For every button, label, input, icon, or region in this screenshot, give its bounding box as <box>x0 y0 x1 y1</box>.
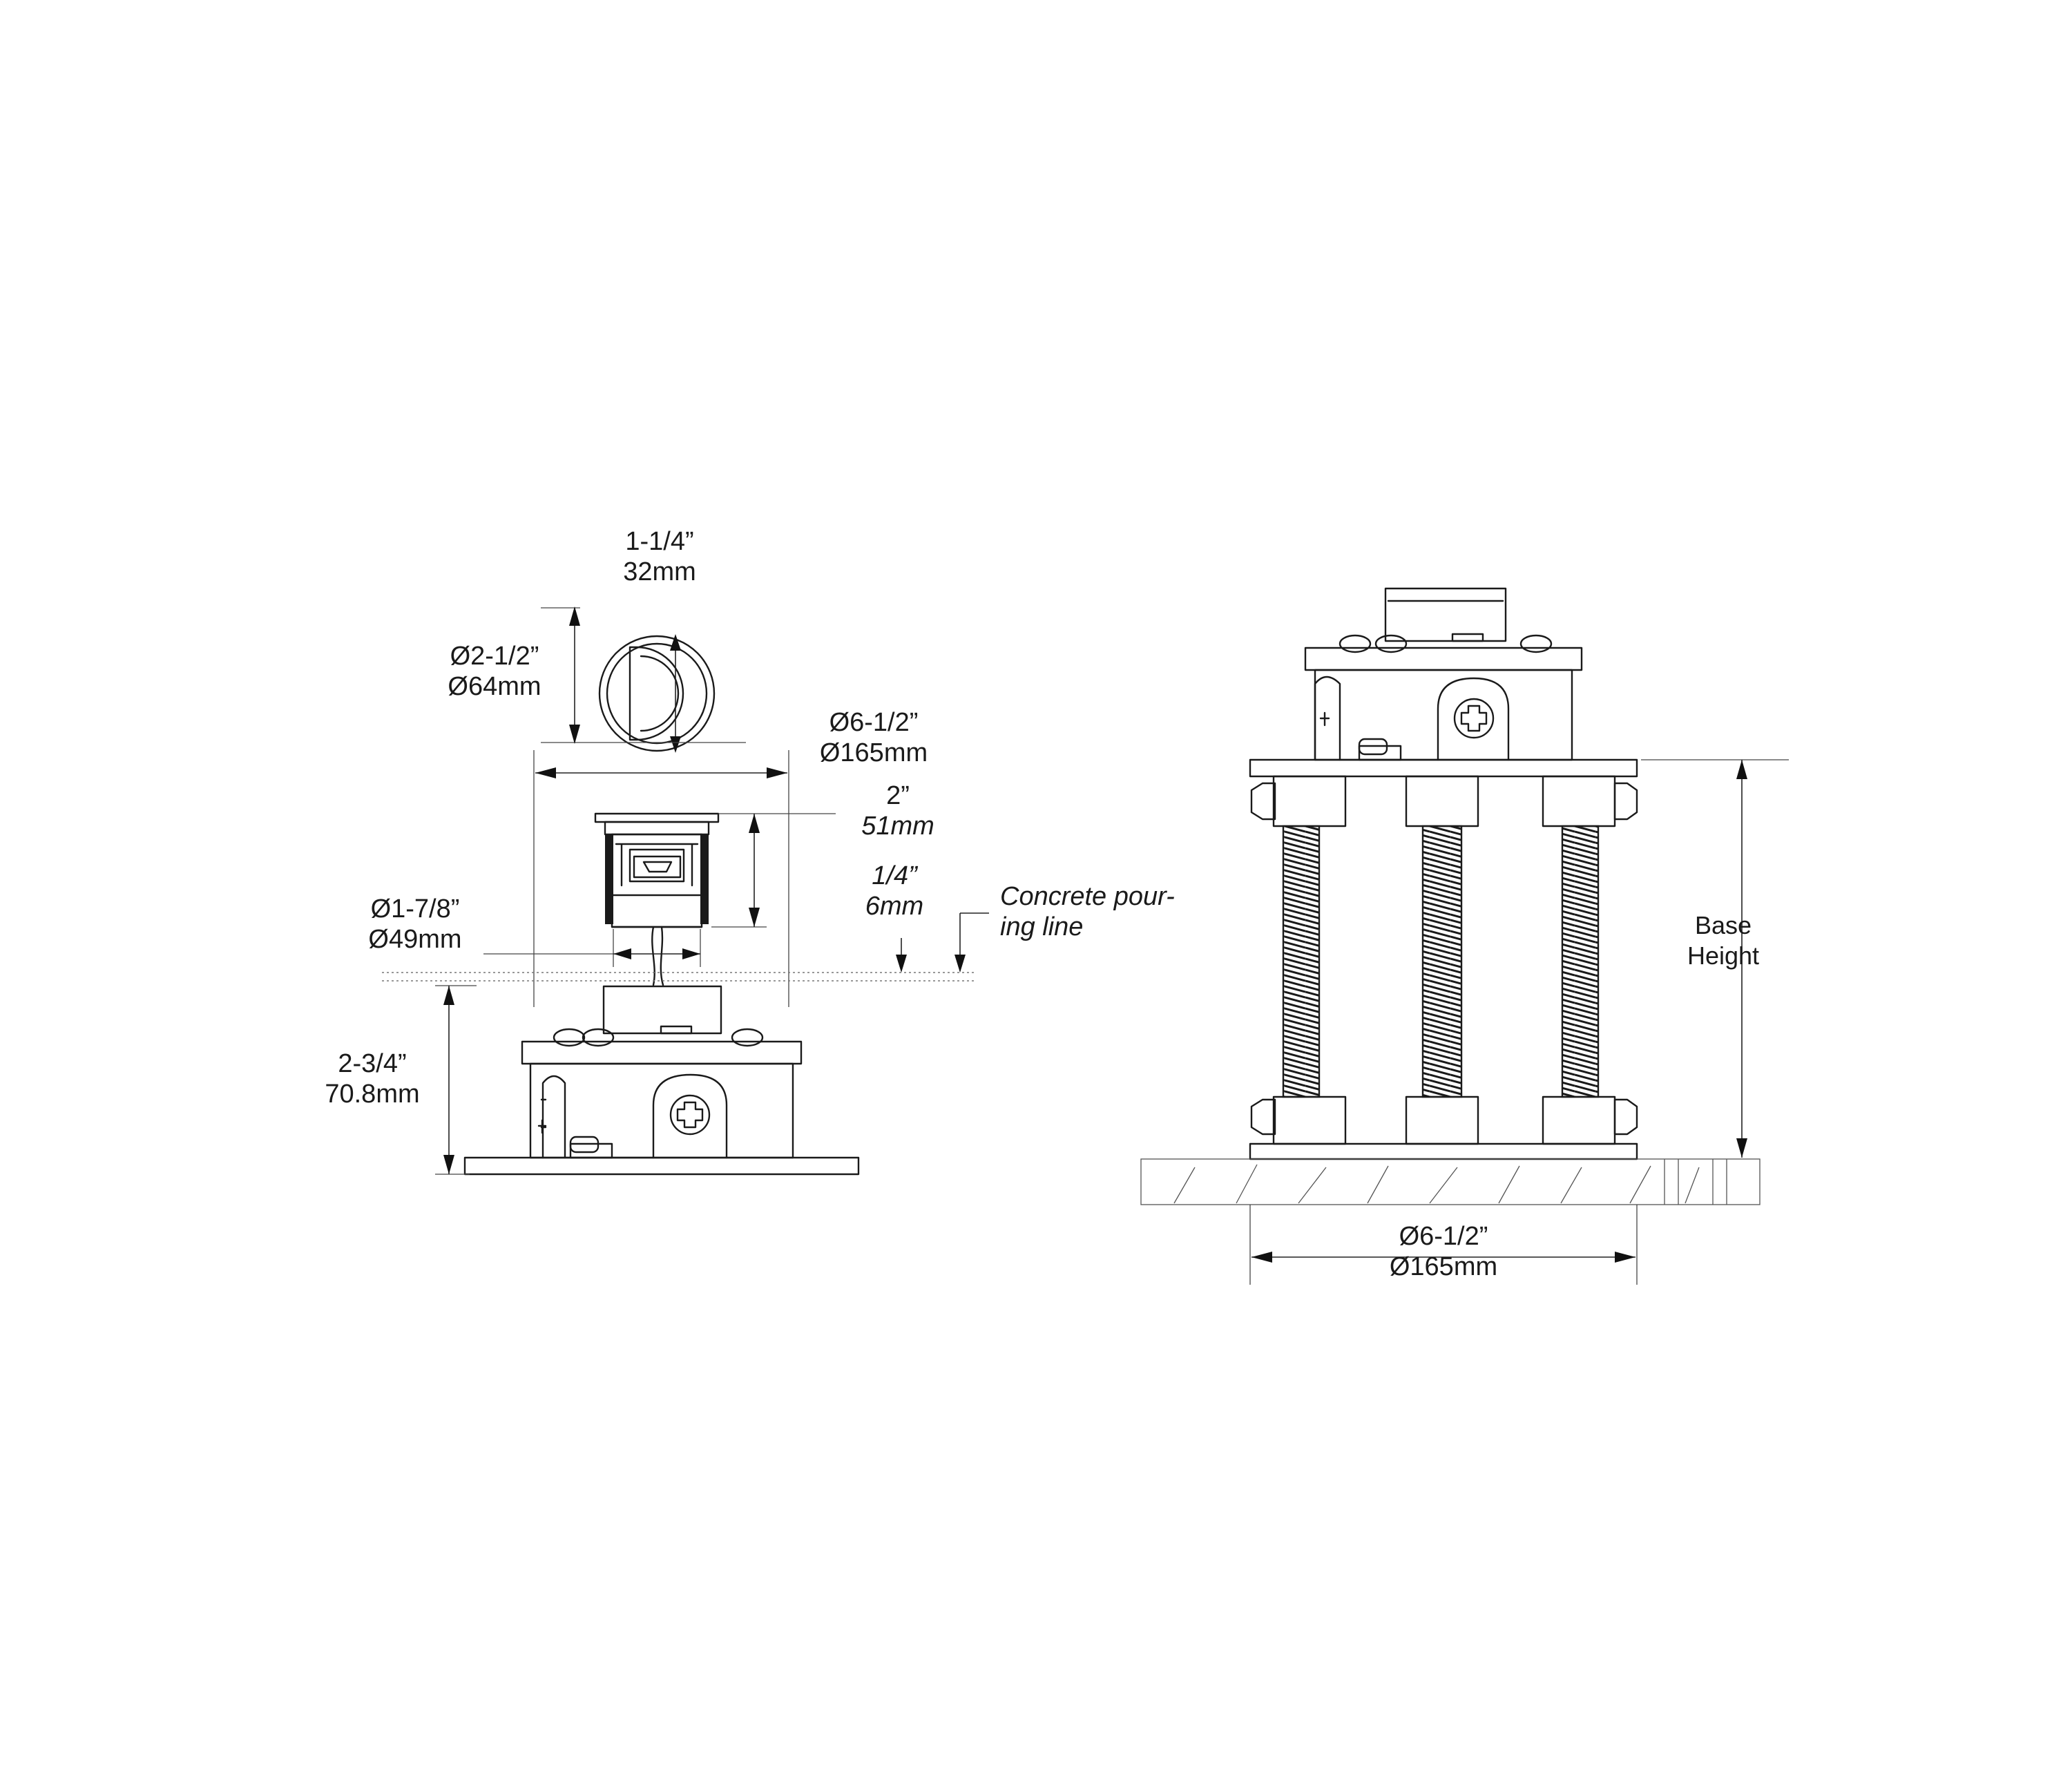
base-width-imperial: Ø6-1/2” <box>1399 1222 1488 1251</box>
box-height-imperial: 2-3/4” <box>338 1049 407 1078</box>
top-plate <box>1249 758 1638 778</box>
housing-diameter-dimension <box>483 929 701 967</box>
pour-line-text-2: ing line <box>1000 912 1084 941</box>
trim-offset-label: 1/4” 6mm <box>850 861 939 921</box>
ground-slab <box>1140 1158 1761 1205</box>
fixture-height-imperial: 2” <box>886 781 910 810</box>
bottom-plate <box>1249 1142 1638 1160</box>
trim-diameter-metric: Ø64mm <box>448 672 541 701</box>
box-height-dimension <box>435 985 477 1175</box>
base-height-label: Base Height <box>1678 910 1768 971</box>
trim-offset-imperial: 1/4” <box>872 861 917 890</box>
fixture-body <box>594 812 720 986</box>
box-diameter-label: Ø6-1/2” Ø165mm <box>794 707 953 768</box>
trim-offset-metric: 6mm <box>865 892 924 921</box>
base-height-text-2: Height <box>1687 941 1760 970</box>
junction-box-right <box>1304 587 1583 761</box>
base-height-text-1: Base <box>1694 911 1752 939</box>
housing-diameter-metric: Ø49mm <box>368 925 462 954</box>
upper-couplers <box>1250 775 1638 827</box>
base-width-metric: Ø165mm <box>1389 1252 1498 1281</box>
box-height-metric: 70.8mm <box>325 1080 420 1109</box>
threaded-rods <box>1282 825 1600 1098</box>
housing-diameter-label: Ø1-7/8” Ø49mm <box>349 894 481 955</box>
base-width-dimension <box>1249 1205 1638 1285</box>
box-diameter-imperial: Ø6-1/2” <box>829 708 919 737</box>
trim-diameter-label: Ø2-1/2” Ø64mm <box>425 641 564 702</box>
lower-couplers <box>1250 1095 1638 1145</box>
pour-line-markers <box>382 912 989 982</box>
trim-diameter-dimension <box>541 606 746 744</box>
trim-diameter-imperial: Ø2-1/2” <box>450 642 539 671</box>
box-diameter-metric: Ø165mm <box>819 738 928 767</box>
pour-line-label: Concrete pour- ing line <box>1000 881 1207 942</box>
base-height-dimension <box>1641 759 1789 1158</box>
lens-width-label: 1-1/4” 32mm <box>608 526 711 587</box>
box-width-dimension <box>533 750 789 1007</box>
left-view <box>382 606 989 1176</box>
box-height-label: 2-3/4” 70.8mm <box>314 1049 431 1109</box>
junction-box-left <box>463 985 860 1176</box>
pour-line-text-1: Concrete pour- <box>1000 882 1175 911</box>
lens-width-imperial: 1-1/4” <box>625 527 694 556</box>
trim-top-view <box>598 634 716 753</box>
fixture-height-label: 2” 51mm <box>850 781 946 841</box>
fixture-height-dimension <box>711 813 836 928</box>
right-view <box>1140 587 1789 1285</box>
housing-diameter-imperial: Ø1-7/8” <box>370 894 460 923</box>
base-width-label: Ø6-1/2” Ø165mm <box>1368 1221 1519 1282</box>
fixture-height-metric: 51mm <box>861 812 934 841</box>
lens-width-metric: 32mm <box>623 557 696 586</box>
